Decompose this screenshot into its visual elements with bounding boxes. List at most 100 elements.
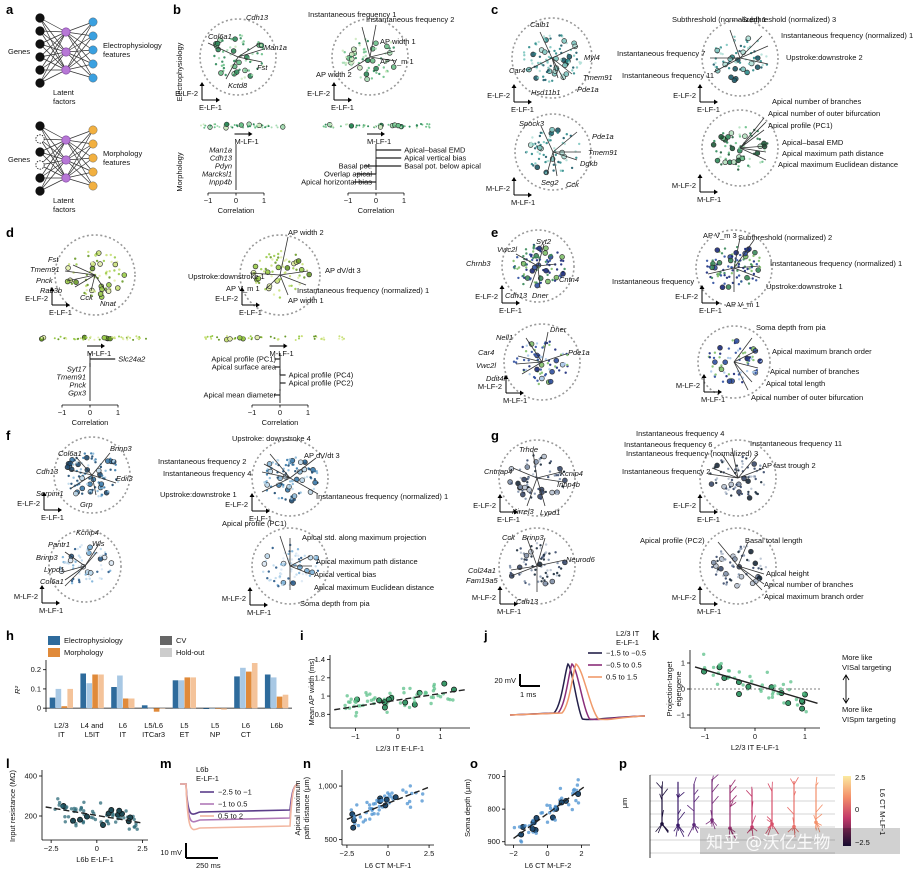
cell-point — [723, 255, 726, 258]
y-arrowhead — [41, 492, 47, 496]
soma — [750, 825, 754, 829]
cell-point — [546, 569, 549, 572]
data-point — [368, 692, 372, 696]
cell-point — [535, 342, 539, 345]
strip-point — [210, 337, 213, 340]
loading-label-ap-width-1: AP width 1 — [380, 37, 416, 46]
strip-point — [89, 335, 92, 338]
dendrite-branch — [656, 782, 663, 789]
cell-point — [745, 369, 749, 373]
loading-arrow — [261, 477, 291, 493]
cell-point — [757, 259, 761, 263]
cell-point — [73, 490, 79, 497]
cell-point — [255, 281, 258, 284]
cell-point — [575, 51, 578, 54]
cell-point — [534, 42, 537, 45]
legend-label: CV — [176, 636, 186, 645]
cell-point — [534, 568, 537, 571]
cell-point — [252, 263, 259, 270]
panel-p-morphologies: μm2.50−2.5L6 CT M-LF-1知乎 @沃亿生物 — [620, 773, 900, 858]
cell-point — [358, 44, 361, 47]
cell-point — [740, 280, 743, 283]
connection-line — [39, 51, 67, 84]
cell-point — [717, 272, 720, 275]
cell-point — [275, 566, 278, 569]
cell-point — [88, 551, 92, 554]
loading-arrow — [536, 471, 562, 479]
cell-point — [524, 263, 527, 266]
cell-point — [278, 576, 281, 579]
cell-point — [748, 258, 751, 262]
trace-title: L6b — [196, 765, 209, 774]
correlation-circle — [697, 325, 771, 399]
loading-arrow — [739, 147, 767, 153]
strip-arrowhead — [283, 343, 288, 349]
loading-label-syt2: Syt2 — [536, 237, 552, 246]
y-axis-label: M-LF-2 — [478, 382, 502, 391]
latent-node — [61, 155, 71, 165]
x-tick-label: −1 — [351, 732, 360, 741]
cell-point — [364, 76, 370, 82]
cell-point — [737, 550, 740, 554]
loading-label-apical-number-of-outer-bifurcation: Apical number of outer bifurcation — [768, 109, 880, 118]
cell-point — [710, 262, 713, 265]
correlation-circle — [699, 527, 777, 605]
watermark: 知乎 @沃亿生物 — [706, 833, 830, 853]
trace-line — [180, 783, 299, 831]
data-point — [567, 803, 571, 807]
cell-point — [70, 579, 74, 583]
strip-point — [217, 338, 220, 341]
cell-point — [260, 53, 264, 56]
cell-point — [755, 267, 761, 273]
cell-point — [65, 265, 71, 271]
feature-node — [88, 181, 98, 191]
cell-point — [274, 576, 277, 580]
cell-point — [727, 373, 731, 376]
dendrite-branch — [677, 809, 682, 815]
cell-point — [555, 268, 559, 271]
cell-point — [530, 255, 533, 258]
connection-line — [39, 31, 67, 45]
strip-point — [216, 125, 219, 127]
gene-node — [35, 160, 45, 170]
data-point — [373, 801, 377, 806]
cell-point — [738, 135, 742, 138]
loading-label-apical-maximum-branch-order: Apical maximum branch order — [772, 347, 872, 356]
cell-point — [287, 464, 290, 467]
cell-point — [715, 555, 718, 559]
data-point — [90, 809, 95, 814]
cell-point — [765, 55, 768, 58]
y-tick-label: 0.2 — [31, 665, 41, 674]
y-axis-label: Apical maximum — [293, 780, 302, 835]
loading-label-fam19a5: Fam19a5 — [466, 576, 499, 585]
feature-node — [88, 125, 98, 135]
cell-point — [520, 557, 523, 560]
cell-point — [220, 64, 224, 68]
data-point — [741, 683, 745, 687]
cell-point — [750, 269, 753, 273]
loading-label-edil3: Edil3 — [116, 474, 134, 483]
y-axis-label: M-LF-2 — [676, 381, 700, 390]
cell-point — [118, 268, 121, 271]
strip-point — [253, 124, 256, 127]
cell-point — [234, 45, 237, 48]
cell-point — [364, 54, 367, 57]
cell-point — [243, 76, 246, 79]
y-axis-label-2: path distance (μm) — [302, 776, 311, 839]
cell-point — [727, 467, 730, 470]
x-arrowhead — [528, 99, 532, 105]
loading-arrow — [526, 477, 538, 507]
tick-label: 0 — [234, 196, 238, 205]
cell-point — [271, 270, 274, 273]
cell-point — [303, 459, 306, 463]
colorbar — [843, 776, 851, 846]
cell-point — [548, 340, 551, 343]
loading-arrow — [552, 151, 578, 161]
loading-arrow — [733, 237, 741, 269]
data-point — [93, 817, 98, 822]
cell-point — [555, 492, 559, 496]
cell-point — [746, 267, 749, 271]
loading-label-instantaneous-frequency-7: Instantaneous frequency 7 — [617, 49, 705, 58]
connection-line — [65, 129, 94, 179]
